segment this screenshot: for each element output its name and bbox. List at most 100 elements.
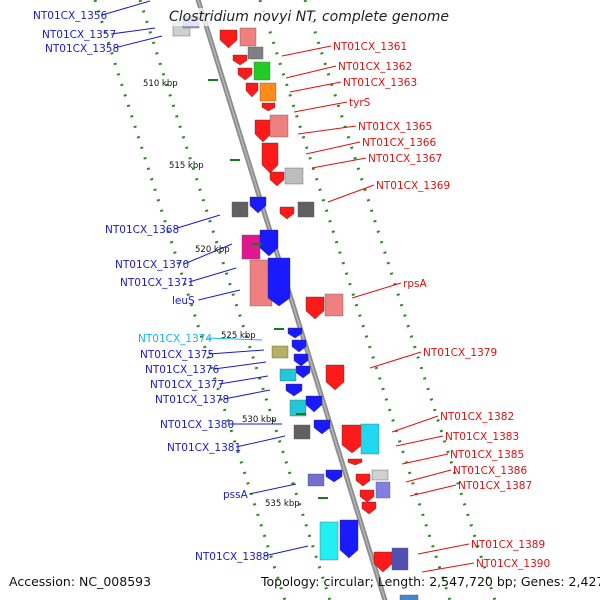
tick-label: 510 kbp (143, 79, 178, 89)
right-gene-label: NT01CX_1387 (458, 480, 532, 492)
gene-arrow-14 (269, 171, 285, 187)
gene-arrow-45 (361, 501, 377, 515)
gene-box-25 (324, 293, 344, 317)
tick-label: 520 kbp (195, 245, 230, 255)
left-gene-label: NT01CX_1368 (105, 224, 179, 236)
dotted-tracks (93, 0, 497, 600)
gene-features (172, 15, 419, 600)
left-label-line (173, 214, 221, 230)
gene-box-12 (269, 114, 289, 138)
left-label-line (214, 361, 267, 370)
left-label-line (183, 243, 233, 265)
left-gene-label: NT01CX_1357 (42, 29, 116, 41)
right-gene-label: NT01CX_1363 (343, 77, 417, 89)
gene-arrow-33 (285, 383, 303, 397)
right-label-line (285, 65, 337, 79)
accession-text: Accession: NC_008593 (9, 574, 152, 589)
gene-box-17 (297, 201, 315, 218)
dot-track (258, 0, 452, 600)
tick-label: 530 kbp (242, 415, 277, 425)
right-gene-label: NT01CX_1362 (338, 61, 412, 73)
dot-track (93, 0, 287, 600)
right-gene-label: rpsA (403, 278, 427, 290)
kbp-ticks (208, 79, 328, 499)
tick-label: 515 kbp (169, 161, 204, 171)
gene-box-32 (279, 368, 297, 382)
right-gene-label: NT01CX_1361 (333, 41, 407, 53)
left-label-line (188, 267, 237, 283)
gene-box-3 (239, 27, 257, 47)
left-gene-label: NT01CX_1374 (138, 333, 212, 345)
gene-box-48 (319, 521, 339, 561)
dot-track (138, 0, 332, 600)
left-gene-label: NT01CX_1358 (45, 43, 119, 55)
gene-arrow-47 (325, 469, 343, 483)
right-label-line (369, 351, 422, 369)
gene-arrow-10 (261, 102, 276, 112)
right-label-line (289, 81, 342, 93)
right-label-line (297, 125, 357, 135)
left-label-line (209, 349, 265, 355)
right-gene-label: NT01CX_1386 (453, 465, 527, 477)
gene-arrow-30 (293, 353, 309, 367)
right-gene-label: tyrS (349, 97, 371, 109)
left-gene-label: NT01CX_1377 (150, 379, 224, 391)
right-gene-label: NT01CX_1385 (450, 449, 524, 461)
gene-box-15 (284, 167, 304, 185)
left-label-line (224, 389, 271, 400)
left-label-line (249, 483, 297, 495)
right-gene-label: NT01CX_1389 (471, 539, 545, 551)
right-gene-label: NT01CX_1367 (368, 153, 442, 165)
left-gene-label: pssA (223, 489, 249, 501)
left-label-line (219, 375, 269, 385)
gene-arrow-44 (359, 489, 375, 503)
right-gene-label: NT01CX_1369 (376, 180, 450, 192)
topology-text: Topology: circular; Length: 2,547,720 bp… (261, 574, 600, 589)
gene-box-34 (289, 399, 307, 417)
gene-box-52 (399, 594, 419, 600)
gene-box-41 (371, 469, 389, 481)
right-label-line (421, 562, 475, 573)
right-label-line (395, 435, 444, 447)
right-label-line (417, 543, 470, 555)
gene-box-43 (375, 481, 391, 499)
dot-track (303, 0, 497, 600)
gene-arrow-49 (339, 519, 359, 559)
left-label-line (113, 35, 163, 49)
left-gene-label: NT01CX_1371 (120, 277, 194, 289)
gene-box-18 (231, 201, 249, 218)
left-gene-label: NT01CX_1378 (155, 394, 229, 406)
left-gene-label: NT01CX_1376 (145, 364, 219, 376)
right-label-line (293, 101, 348, 113)
gene-arrow-28 (287, 327, 303, 339)
gene-box-27 (271, 345, 289, 359)
right-gene-label: NT01CX_1390 (476, 558, 550, 570)
gene-box-4 (247, 46, 264, 60)
gene-box-6 (253, 61, 271, 81)
left-label-line (263, 545, 309, 557)
right-label-line (305, 141, 361, 155)
left-gene-label: NT01CX_1388 (195, 551, 269, 563)
tick-label: 525 kbp (221, 331, 256, 341)
gene-arrow-19 (249, 196, 267, 214)
left-gene-label: leuS (172, 295, 195, 307)
right-gene-label: NT01CX_1383 (445, 431, 519, 443)
map-title: Clostridium novyi NT, complete genome (160, 8, 458, 26)
left-label-line (235, 435, 286, 448)
gene-arrow-31 (295, 365, 311, 379)
right-label-line (311, 157, 367, 169)
gene-arrow-5 (232, 54, 248, 66)
left-gene-label: NT01CX_1375 (140, 349, 214, 361)
left-label-line (111, 27, 156, 35)
gene-arrow-38 (341, 424, 363, 454)
gene-box-51 (391, 547, 409, 571)
gene-arrow-40 (347, 458, 363, 466)
right-label-line (351, 282, 402, 299)
right-label-line (401, 453, 449, 465)
gene-arrow-35 (305, 395, 323, 413)
gene-arrow-42 (355, 473, 371, 487)
left-gene-label: NT01CX_1370 (115, 259, 189, 271)
right-gene-label: NT01CX_1382 (440, 411, 514, 423)
gene-arrow-37 (313, 419, 331, 435)
